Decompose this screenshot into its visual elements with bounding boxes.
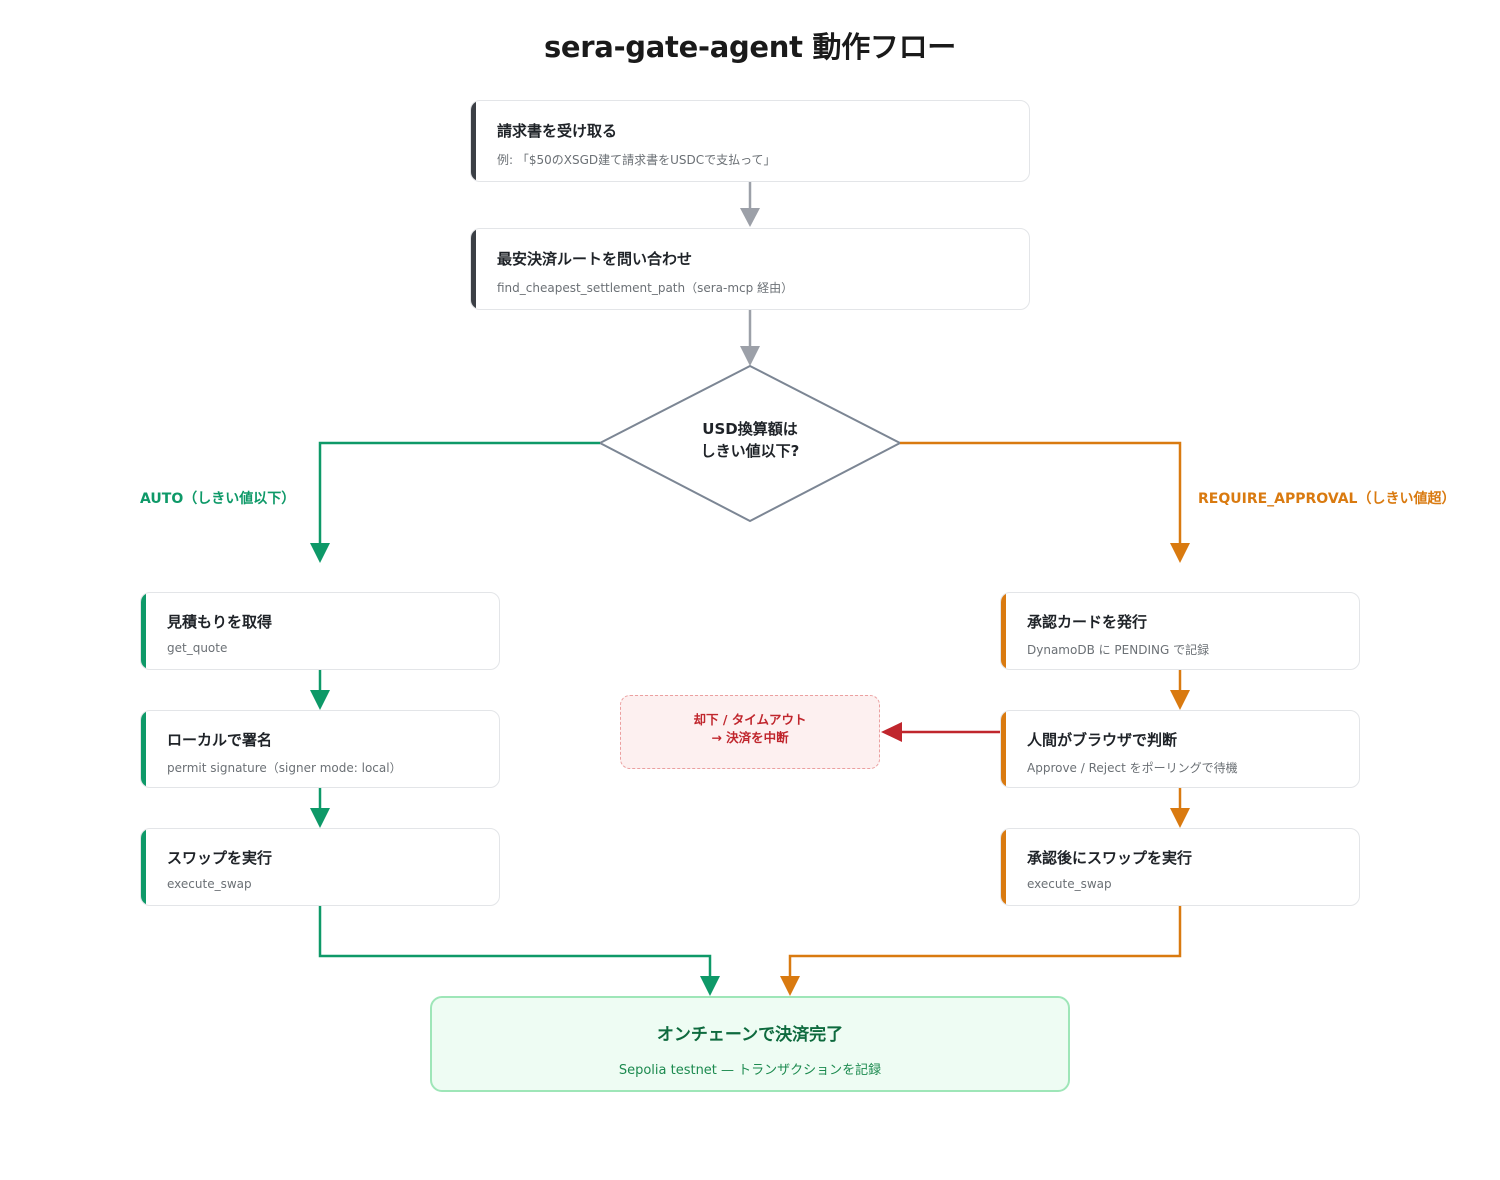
step-subtitle: Approve / Reject をポーリングで待機 [1027,761,1238,775]
arrow-human-to-swap [1170,788,1190,828]
step-subtitle: DynamoDB に PENDING で記録 [1027,643,1210,657]
step-subtitle: 例: 「$50のXSGD建て請求書をUSDCで支払って」 [497,153,776,167]
arrow-decision-to-approval [900,441,1190,563]
arrow-card-to-human [1170,670,1190,710]
step-execute-swap-after-approval: 承認後にスワップを実行 execute_swap [1000,828,1360,906]
reject-line-1: 却下 / タイムアウト [693,712,807,727]
step-receive-invoice: 請求書を受け取る 例: 「$50のXSGD建て請求書をUSDCで支払って」 [470,100,1030,182]
arrow-decision-to-auto [310,441,600,563]
step-title: 請求書を受け取る [497,122,618,140]
arrow-auto-swap-to-final [318,906,720,996]
step-get-quote: 見積もりを取得 get_quote [140,592,500,670]
decision-label: USD換算額は しきい値以下? [600,418,900,462]
step-title: 最安決済ルートを問い合わせ [497,250,693,268]
reject-line-2: → 決済を中断 [711,730,789,745]
step-execute-swap: スワップを実行 execute_swap [140,828,500,906]
step-human-decision: 人間がブラウザで判断 Approve / Reject をポーリングで待機 [1000,710,1360,788]
step-subtitle: execute_swap [1027,877,1112,891]
step-subtitle: execute_swap [167,877,252,891]
decision-line-1: USD換算額は [702,420,798,438]
step-subtitle: find_cheapest_settlement_path（sera-mcp 経… [497,281,794,295]
arrow-route-to-decision [740,310,760,366]
arrow-sign-to-swap [310,788,330,828]
step-issue-approval-card: 承認カードを発行 DynamoDB に PENDING で記録 [1000,592,1360,670]
decision-diamond [597,364,903,523]
step-title: 承認カードを発行 [1027,613,1148,631]
step-subtitle: get_quote [167,641,228,655]
approval-branch-label: REQUIRE_APPROVAL（しきい値超） [1198,491,1456,507]
arrow-approval-swap-to-final [780,906,1182,996]
reject-abort-box: 却下 / タイムアウト → 決済を中断 [620,695,880,769]
step-local-sign: ローカルで署名 permit signature（signer mode: lo… [140,710,500,788]
final-subtitle: Sepolia testnet — トランザクションを記録 [618,1063,882,1078]
step-subtitle: permit signature（signer mode: local） [167,761,402,775]
auto-branch-label: AUTO（しきい値以下） [140,491,296,507]
arrow-human-to-reject [881,722,1001,742]
step-query-route: 最安決済ルートを問い合わせ find_cheapest_settlement_p… [470,228,1030,310]
step-title: 見積もりを取得 [167,613,273,631]
decision-line-2: しきい値以下? [700,442,800,460]
arrow-quote-to-sign [310,670,330,710]
diagram-title: sera-gate-agent 動作フロー [543,30,957,64]
step-title: 人間がブラウザで判断 [1027,731,1178,749]
final-title: オンチェーンで決済完了 [656,1025,844,1045]
step-title: 承認後にスワップを実行 [1027,849,1193,867]
step-title: ローカルで署名 [167,731,273,749]
arrow-invoice-to-route [740,182,760,227]
step-title: スワップを実行 [167,849,273,867]
final-settlement-box: オンチェーンで決済完了 Sepolia testnet — トランザクションを記… [430,996,1070,1092]
